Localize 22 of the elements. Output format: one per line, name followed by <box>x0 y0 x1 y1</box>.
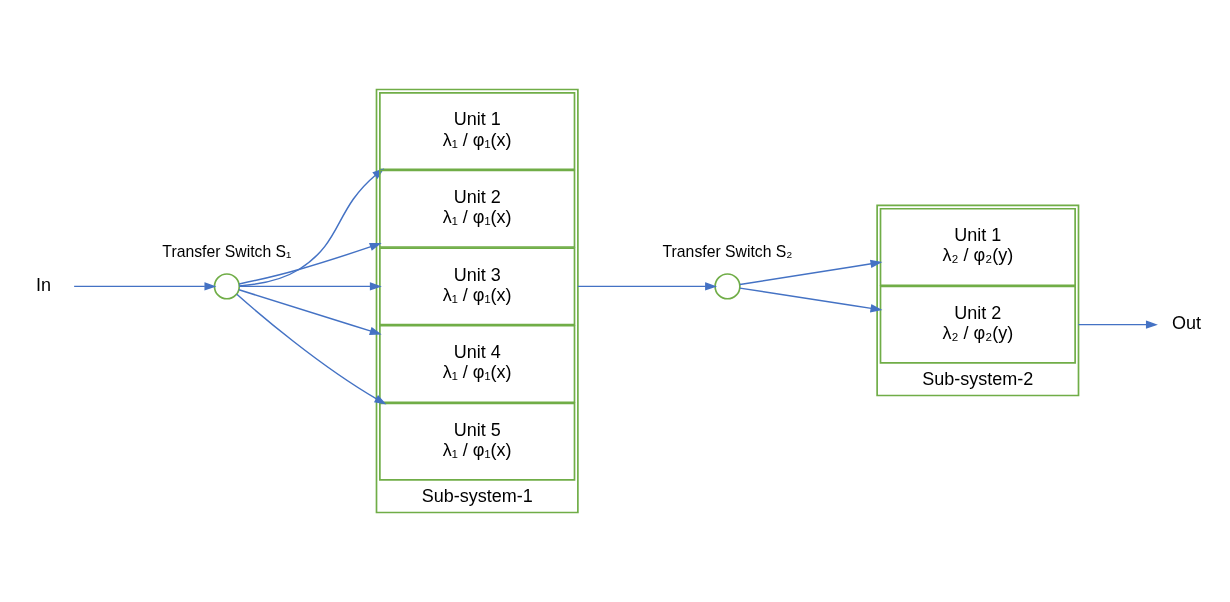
arrow <box>73 282 217 291</box>
node-box: Unit 1 λ₂ / φ₂(y) <box>879 207 1076 287</box>
node-box: Unit 2 λ₂ / φ₂(y) <box>879 285 1076 364</box>
arrow <box>739 287 883 313</box>
arrow <box>238 242 382 285</box>
node-text: Out <box>1171 312 1202 333</box>
node-label: Transfer Switch S₂ <box>662 242 793 260</box>
node-box: Unit 2 λ₁ / φ₁(x) <box>379 169 576 248</box>
node-box: Unit 1 λ₁ / φ₁(x) <box>379 92 576 171</box>
arrow <box>238 282 382 291</box>
arrow <box>238 289 382 335</box>
node-box: Unit 3 λ₁ / φ₁(x) <box>379 247 576 326</box>
node-circle <box>714 273 741 300</box>
node-label: Transfer Switch S₁ <box>162 242 292 260</box>
node-text: In <box>35 274 52 295</box>
node-box: Unit 4 λ₁ / φ₁(x) <box>379 324 576 404</box>
arrow <box>1077 320 1158 329</box>
node-circle <box>213 273 241 300</box>
arrow <box>739 259 883 286</box>
arrow <box>577 282 718 291</box>
arrow <box>236 293 387 405</box>
node-box: Unit 5 λ₁ / φ₁(x) <box>379 402 576 481</box>
